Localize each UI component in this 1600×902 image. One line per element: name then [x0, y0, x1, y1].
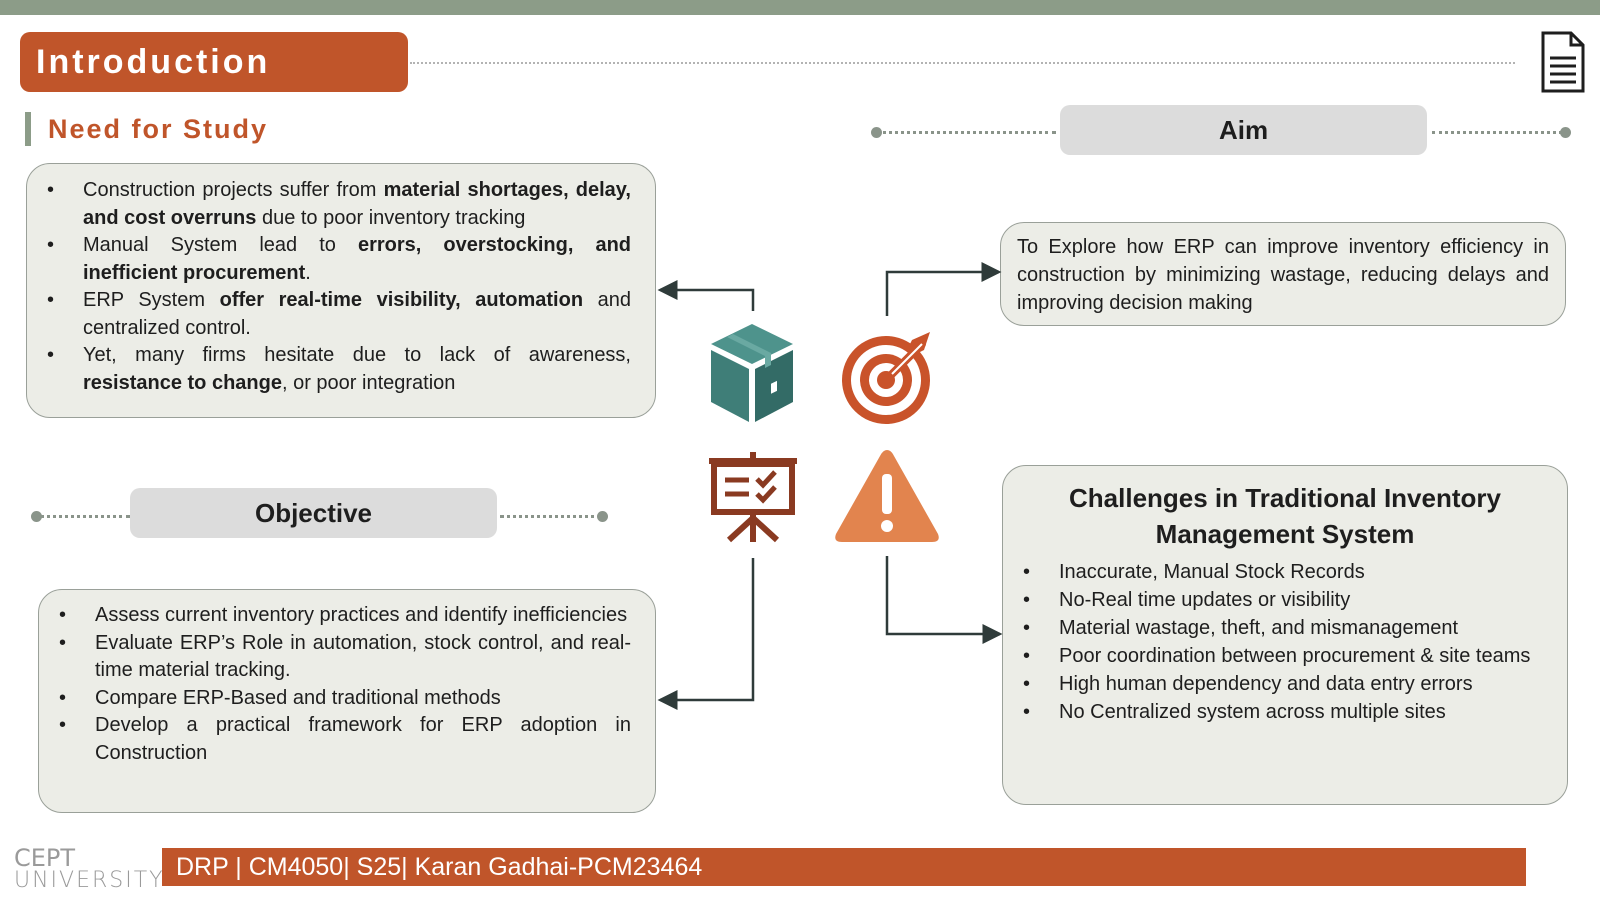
objective-dot-left — [31, 511, 42, 522]
need-for-study-box: Construction projects suffer from materi… — [26, 163, 656, 418]
need-for-study-item: ERP System offer real-time visibility, a… — [27, 287, 631, 342]
title-divider — [410, 62, 1515, 64]
logo-line-2: UNIVERSITY — [14, 868, 165, 893]
challenges-box: Challenges in Traditional Inventory Mana… — [1002, 465, 1568, 805]
body-text: Construction projects suffer from — [83, 179, 384, 201]
challenge-item: High human dependency and data entry err… — [1003, 670, 1543, 698]
body-text: . — [305, 261, 311, 284]
objective-label: Objective — [130, 488, 497, 538]
package-box-icon — [711, 324, 793, 422]
body-text: Manual System lead to — [83, 234, 358, 256]
document-icon — [1541, 31, 1585, 93]
warning-icon — [835, 450, 939, 542]
challenge-item: Poor coordination between procurement & … — [1003, 642, 1543, 670]
challenges-title: Challenges in Traditional Inventory Mana… — [1069, 483, 1501, 549]
aim-text: To Explore how ERP can improve inventory… — [1017, 236, 1549, 314]
challenge-item: Material wastage, theft, and mismanageme… — [1003, 614, 1543, 642]
challenge-item: No-Real time updates or visibility — [1003, 586, 1543, 614]
aim-dot-left — [871, 127, 882, 138]
body-text: due to poor inventory tracking — [256, 206, 526, 229]
need-for-study-item: Manual System lead to errors, overstocki… — [27, 232, 631, 287]
challenges-list: Inaccurate, Manual Stock RecordsNo-Real … — [1003, 558, 1543, 726]
top-accent-bar — [0, 0, 1600, 15]
need-for-study-heading: Need for Study — [48, 114, 269, 144]
objective-item: Develop a practical framework for ERP ad… — [39, 712, 631, 767]
need-for-study-list: Construction projects suffer from materi… — [27, 177, 631, 397]
emphasis-text: material shortages, delay, and cost over… — [83, 179, 631, 229]
objective-item: Evaluate ERP’s Role in automation, stock… — [39, 630, 631, 685]
arrow-board-to-objective — [657, 558, 755, 710]
objective-box: Assess current inventory practices and i… — [38, 589, 656, 813]
aim-box: To Explore how ERP can improve inventory… — [1000, 222, 1566, 326]
body-text: ERP System — [83, 289, 220, 311]
arrow-target-to-aim — [885, 262, 1002, 316]
objective-item: Assess current inventory practices and i… — [39, 602, 631, 630]
objective-item: Compare ERP-Based and traditional method… — [39, 685, 631, 713]
aim-dot-right — [1560, 127, 1571, 138]
body-text: and centralized control. — [83, 289, 631, 339]
aim-dotted-line-left — [876, 131, 1056, 134]
objective-dotted-line-right — [500, 515, 602, 518]
need-for-study-item: Construction projects suffer from materi… — [27, 177, 631, 232]
need-for-study-item: Yet, many firms hesitate due to lack of … — [27, 342, 631, 397]
footer-bar: DRP | CM4050| S25| Karan Gadhai-PCM23464 — [162, 848, 1526, 886]
body-text: Yet, many firms hesitate due to lack of … — [83, 344, 631, 366]
emphasis-text: errors, overstocking, and inefficient pr… — [83, 234, 632, 284]
emphasis-text: resistance to change — [83, 371, 282, 394]
challenge-item: Inaccurate, Manual Stock Records — [1003, 558, 1543, 586]
emphasis-text: offer real-time visibility, automation — [219, 289, 584, 311]
arrow-warning-to-challenges — [885, 556, 1003, 644]
arrow-box-to-need — [657, 280, 755, 311]
logo-line-1: CEPT — [14, 844, 76, 872]
challenge-item: No Centralized system across multiple si… — [1003, 698, 1543, 726]
objective-dot-right — [597, 511, 608, 522]
objective-dotted-line-left — [40, 515, 130, 518]
aim-dotted-line-right — [1432, 131, 1562, 134]
presentation-board-icon — [709, 452, 797, 543]
aim-label: Aim — [1060, 105, 1427, 155]
body-text: , or poor integration — [281, 371, 456, 394]
page-title: Introduction — [20, 32, 408, 92]
objective-list: Assess current inventory practices and i… — [39, 602, 631, 767]
section-marker — [25, 112, 31, 146]
cept-university-logo: CEPT UNIVERSITY — [14, 844, 165, 896]
target-icon — [842, 332, 930, 424]
